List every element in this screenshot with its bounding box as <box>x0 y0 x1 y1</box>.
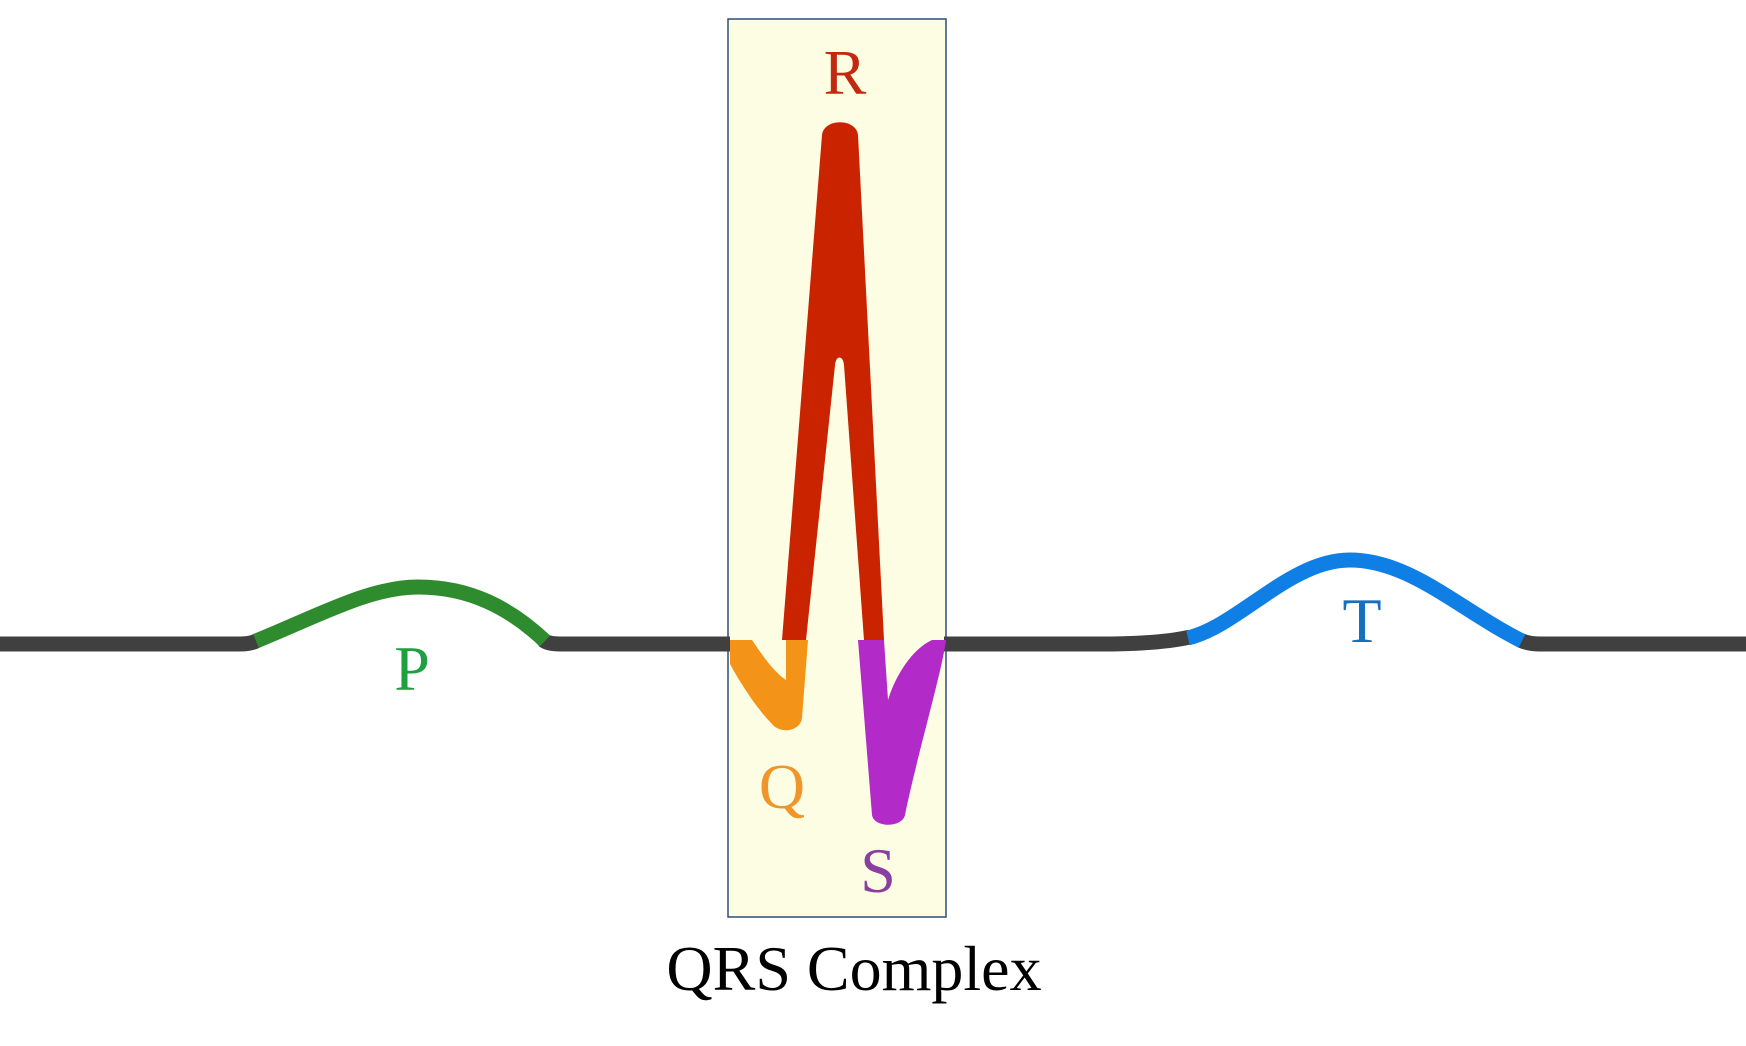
r-label: R <box>824 37 867 108</box>
baseline-left <box>0 633 263 652</box>
t-label: T <box>1342 585 1381 656</box>
r-wave <box>782 122 884 640</box>
s-label: S <box>860 835 896 906</box>
s-wave <box>858 640 946 825</box>
p-label: P <box>394 633 430 704</box>
t-wave <box>1185 552 1526 648</box>
baseline-st <box>944 629 1192 652</box>
baseline-pr <box>538 633 730 652</box>
qrs-complex-caption: QRS Complex <box>666 933 1041 1004</box>
baseline-right <box>1516 633 1746 652</box>
p-wave <box>253 579 551 648</box>
q-wave <box>730 640 808 731</box>
q-label: Q <box>759 751 805 822</box>
